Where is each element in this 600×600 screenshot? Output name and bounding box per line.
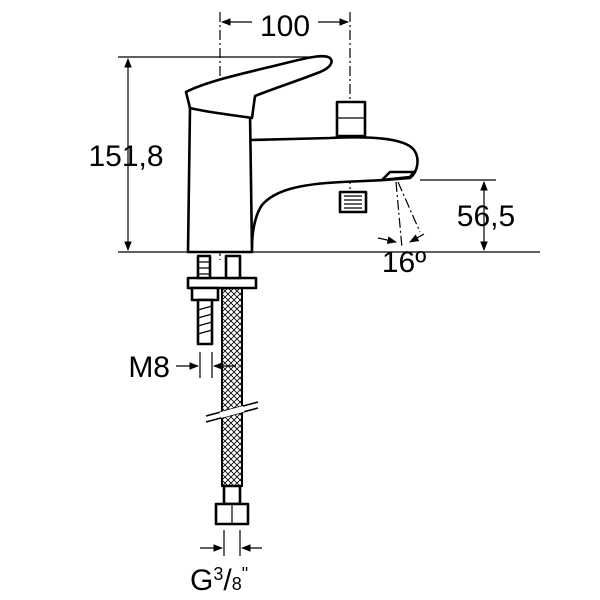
lever-handle <box>184 54 333 120</box>
hose-fitting-top <box>224 254 242 280</box>
fixing-assembly <box>186 254 259 526</box>
threaded-stud <box>196 254 212 280</box>
diverter-knob <box>335 100 367 138</box>
faucet-body <box>184 54 419 254</box>
dim-thread-stud-label: M8 <box>128 351 170 384</box>
mixer-body <box>186 106 254 254</box>
spout-outlet <box>380 170 416 182</box>
deck-plate <box>186 276 258 290</box>
dim-hose-connection-label: G3/8" <box>190 564 248 597</box>
dimension-spout-angle: 16º <box>377 181 426 279</box>
dimension-thread-stud: M8 <box>128 351 236 384</box>
dim-width-label: 100 <box>260 10 310 43</box>
dimension-height: 151,8 <box>88 56 540 253</box>
spout <box>248 136 419 250</box>
hose-end-connector <box>222 484 242 506</box>
shower-connector <box>338 190 368 214</box>
stud-nut <box>190 286 220 302</box>
dim-spout-angle-label: 16º <box>382 246 426 279</box>
flexible-hose <box>221 287 243 487</box>
dim-spout-height-label: 56,5 <box>457 200 515 233</box>
dimension-spout-height: 56,5 <box>420 179 515 251</box>
dim-height-label: 151,8 <box>88 140 163 173</box>
dimension-hose-connection: G3/8" <box>190 530 262 597</box>
